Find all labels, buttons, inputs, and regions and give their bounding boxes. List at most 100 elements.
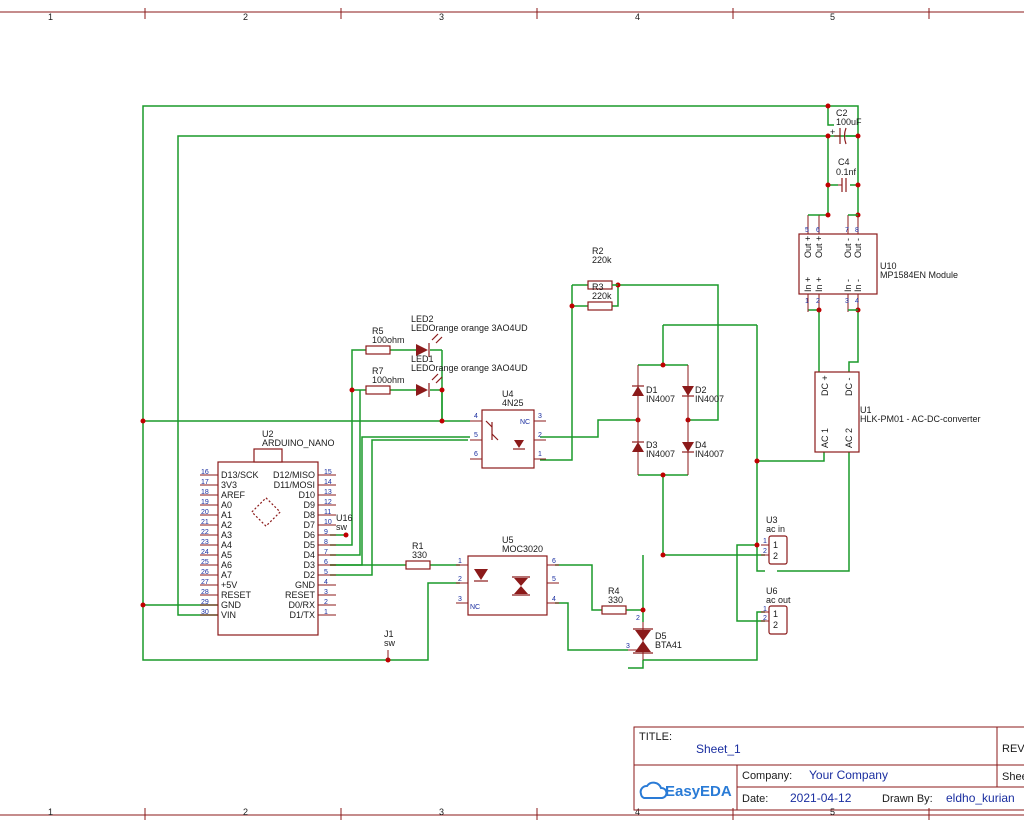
r3-value: 220k [592,291,612,301]
nano-pin-number: 5 [324,569,328,576]
module-u10[interactable]: 5 6 7 8 1 2 3 4 Out + Out + Out - Out - … [798,214,958,312]
u2-ref: U2 [262,429,274,439]
u3-pin: 1 [763,538,767,545]
u1-value: HLK-PM01 - AC-DC-converter [860,414,981,424]
nano-pin-label: D10 [298,490,315,500]
d2-value: IN4007 [695,394,724,404]
u10-pin: 7 [845,227,849,234]
nano-pin-label: A0 [221,500,232,510]
u4-pin: 4 [474,413,478,420]
nano-pin-number: 8 [324,539,328,546]
u10-pin: 8 [855,227,859,234]
nano-pin-number: 24 [201,549,209,556]
d3-value: IN4007 [646,449,675,459]
u10-pin: 1 [805,298,809,305]
u5-pin: 1 [458,558,462,565]
u10-pin-label: Out - [853,238,863,258]
resistor-r1[interactable]: R1 330 [405,541,431,570]
nano-pin-label: RESET [285,590,316,600]
nano-pin-label: D6 [303,530,315,540]
diode-d1[interactable]: D1 IN4007 [632,365,675,420]
c4-value: 0.1nf [836,167,857,177]
u6-pin: 2 [763,615,767,622]
r5-ref: R5 [372,326,384,336]
column-label: 3 [439,807,444,817]
nano-pin-number: 9 [324,529,328,536]
u5-pin: 3 [458,596,462,603]
diode-d3[interactable]: D3 IN4007 [632,420,675,475]
nano-pin-label: A4 [221,540,232,550]
nano-pin-label: D1/TX [289,610,315,620]
r2-value: 220k [592,255,612,265]
nano-pin-label: VIN [221,610,236,620]
d5-ref: D5 [655,631,667,641]
switch-u16[interactable]: U16 sw [336,513,353,532]
u4-pin: 6 [474,451,478,458]
optocoupler-u4[interactable]: 4 5 6 3 2 1 NC U4 4N25 [470,389,546,469]
connector-u6[interactable]: 1 2 1 2 U6 ac out [761,586,791,635]
u1-pin-label: AC 2 [844,428,854,448]
nano-pin-label: AREF [221,490,246,500]
nano-pin-label: A1 [221,510,232,520]
led-led1[interactable]: LED1 LEDOrange orange 3AO4UD [411,354,528,397]
resistor-r7[interactable]: R7 100ohm [365,366,405,395]
u4-pin: 5 [474,432,478,439]
nano-pin-number: 7 [324,549,328,556]
resistor-r3[interactable]: R3 220k [587,282,613,311]
nano-pin-label: RESET [221,590,252,600]
u3-pin: 2 [763,548,767,555]
column-label: 1 [48,12,53,22]
connector-u3[interactable]: 1 2 1 2 U3 ac in [761,515,788,565]
converter-u1[interactable]: DC + DC - AC 1 AC 2 U1 HLK-PM01 - AC-DC-… [814,371,981,453]
nano-pin-number: 17 [201,479,209,486]
diode-d4[interactable]: D4 IN4007 [682,420,724,475]
nano-pin-label: GND [221,600,242,610]
resistor-r5[interactable]: R5 100ohm [365,326,405,355]
u10-pin-label: Out + [814,236,824,258]
nano-pin-number: 4 [324,579,328,586]
u16-value: sw [336,522,348,532]
nano-pin-label: D9 [303,500,315,510]
r1-ref: R1 [412,541,424,551]
capacitor-c4[interactable]: C4 0.1nf [836,157,857,192]
resistor-r4[interactable]: R4 330 [601,586,627,615]
triac-d5[interactable]: 2 3 D5 BTA41 [626,615,682,660]
nano-pin-number: 20 [201,509,209,516]
nano-pin-label: D2 [303,570,315,580]
nano-pin-number: 16 [201,469,209,476]
company-value: Your Company [809,768,888,782]
u5-pin: 2 [458,576,462,583]
diode-d2[interactable]: D2 IN4007 [682,365,724,420]
d3-ref: D3 [646,440,658,450]
u16-ref: U16 [336,513,353,523]
date-value: 2021-04-12 [790,791,852,805]
u4-pin: 2 [538,432,542,439]
nano-pin-number: 23 [201,539,209,546]
r7-ref: R7 [372,366,384,376]
u5-ref: U5 [502,535,514,545]
u10-pin-label: In + [814,277,824,292]
nano-pin-number: 30 [201,609,209,616]
led-led2[interactable]: LED2 LEDOrange orange 3AO4UD [411,314,528,357]
nano-pin-label: A5 [221,550,232,560]
nano-pin-label: D12/MISO [273,470,315,480]
nano-pin-number: 1 [324,609,328,616]
junctions [140,103,861,663]
u10-pin: 5 [805,227,809,234]
u10-pin: 6 [816,227,820,234]
column-label: 5 [830,12,835,22]
r4-value: 330 [608,595,623,605]
nano-pin-number: 26 [201,569,209,576]
capacitor-c2[interactable]: C2 100uF + [830,108,862,145]
nano-pin-number: 6 [324,559,328,566]
nano-pin-number: 13 [324,489,332,496]
u3-value: ac in [766,524,785,534]
optotriac-u5[interactable]: 1 2 3 6 5 4 NC U5 MOC3020 [456,535,559,616]
column-label: 4 [635,807,640,817]
switch-j1[interactable]: J1 sw [384,629,396,660]
r1-value: 330 [412,550,427,560]
u5-value: MOC3020 [502,544,543,554]
drawn-by-value: eldho_kurian [946,791,1015,805]
